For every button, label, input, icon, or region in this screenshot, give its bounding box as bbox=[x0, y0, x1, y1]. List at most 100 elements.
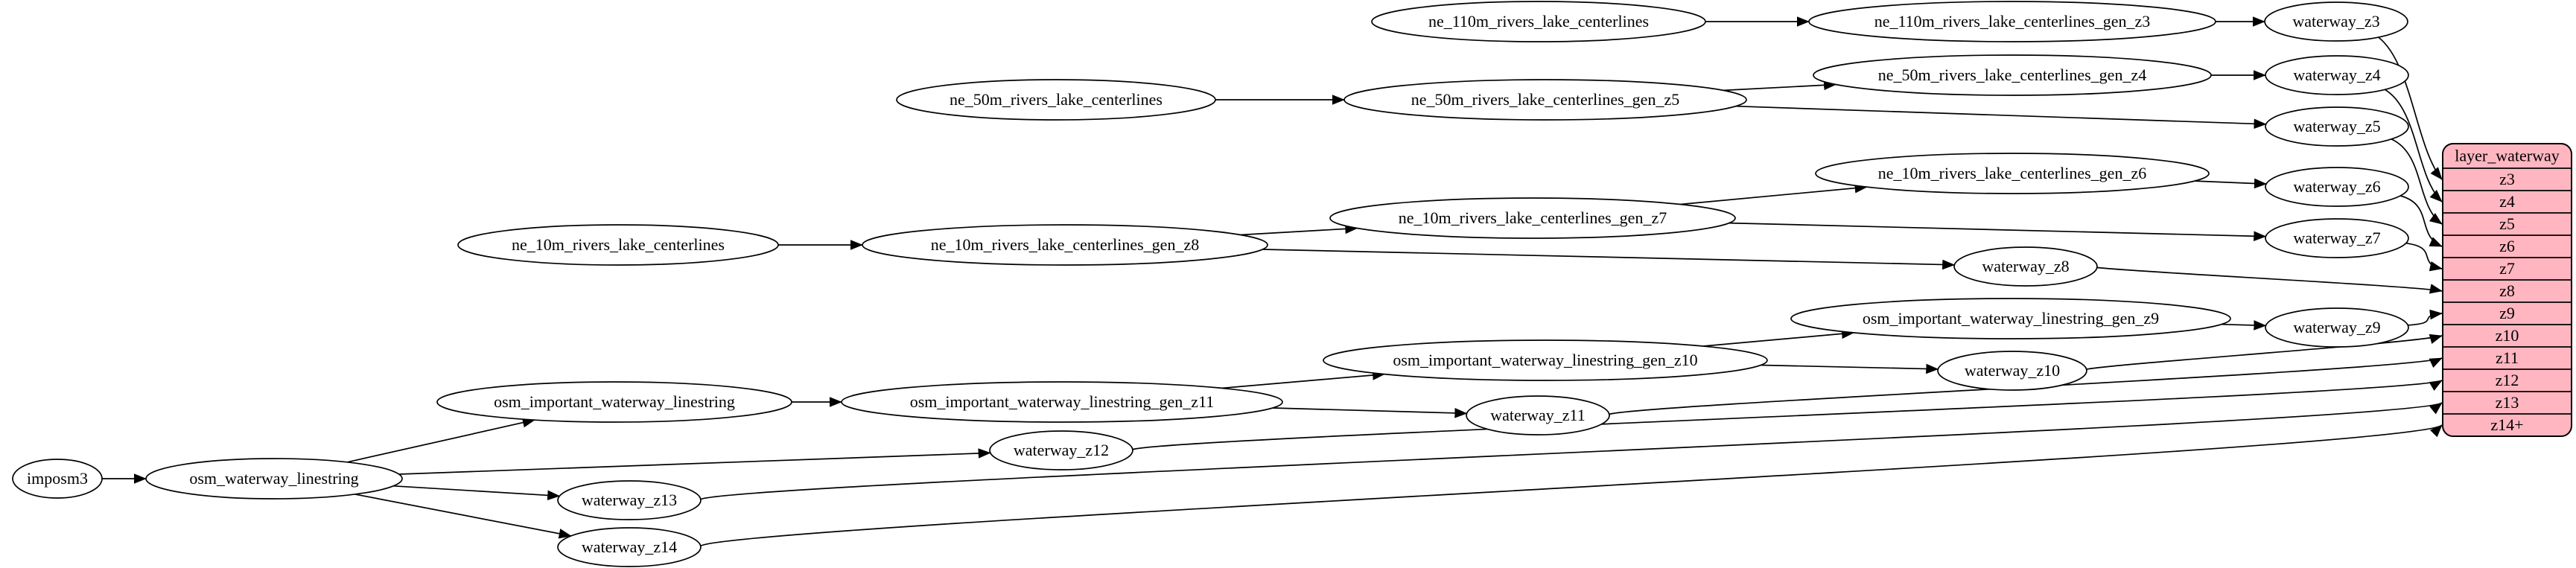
table-node-label: waterway_z9 bbox=[2293, 318, 2380, 336]
table-node-shape bbox=[557, 527, 702, 567]
table-node-label: waterway_z8 bbox=[1982, 257, 2069, 275]
edge-osm_important_waterway_linestring_gen_z11--osm_important_waterway_linestring_gen_z10 bbox=[1221, 370, 1386, 389]
table-node-osm_waterway_linestring: osm_waterway_linestring bbox=[145, 458, 403, 500]
table-node-shape bbox=[1466, 395, 1610, 435]
table-node-label: osm_important_waterway_linestring_gen_z1… bbox=[910, 392, 1215, 411]
edge-waterway_z13--layer_waterway-z13 bbox=[700, 402, 2443, 500]
table-node-ne_10m_rivers_lake_centerlines_gen_z7: ne_10m_rivers_lake_centerlines_gen_z7 bbox=[1329, 197, 1736, 239]
table-node-shape bbox=[2265, 218, 2409, 258]
table-node-osm_important_waterway_linestring_gen_z10: osm_important_waterway_linestring_gen_z1… bbox=[1323, 339, 1768, 381]
table-node-waterway_z9: waterway_z9 bbox=[2265, 307, 2409, 348]
edge-ne_10m_rivers_lake_centerlines_gen_z8--ne_10m_rivers_lake_centerlines_gen_z7 bbox=[1240, 223, 1358, 236]
table-node-shape bbox=[457, 224, 779, 266]
layer-record-row-z13: z13 bbox=[2496, 393, 2519, 412]
table-node-ne_10m_rivers_lake_centerlines_gen_z8: ne_10m_rivers_lake_centerlines_gen_z8 bbox=[862, 224, 1268, 266]
table-node-shape bbox=[145, 458, 403, 500]
edge-waterway_z4--layer_waterway-z4 bbox=[2384, 89, 2443, 202]
table-node-shape bbox=[1323, 339, 1768, 381]
table-node-ne_50m_rivers_lake_centerlines_gen_z4: ne_50m_rivers_lake_centerlines_gen_z4 bbox=[1813, 54, 2212, 96]
table-node-label: waterway_z3 bbox=[2292, 12, 2379, 31]
table-node-label: osm_waterway_linestring bbox=[189, 469, 358, 488]
table-node-waterway_z12: waterway_z12 bbox=[989, 430, 1133, 470]
table-node-shape bbox=[2264, 1, 2408, 42]
table-node-label: ne_10m_rivers_lake_centerlines_gen_z8 bbox=[931, 235, 1199, 254]
edge-ne_10m_rivers_lake_centerlines_gen_z8--waterway_z8 bbox=[1262, 249, 1956, 270]
table-node-shape bbox=[1371, 1, 1706, 42]
layer-record-row-z5: z5 bbox=[2499, 214, 2515, 233]
table-node-imposm3: imposm3 bbox=[12, 459, 103, 499]
table-node-shape bbox=[436, 381, 792, 423]
table-node-label: ne_50m_rivers_lake_centerlines_gen_z4 bbox=[1878, 66, 2146, 84]
edge-osm_important_waterway_linestring_gen_z11--waterway_z11 bbox=[1272, 407, 1468, 418]
edge-osm_important_waterway_linestring_gen_z10--osm_important_waterway_linestring_gen_z9 bbox=[1702, 328, 1855, 347]
edge-osm_waterway_linestring--waterway_z12 bbox=[398, 448, 991, 475]
layer-record-row-z14+: z14+ bbox=[2490, 415, 2523, 434]
table-node-shape bbox=[557, 480, 702, 520]
table-node-label: ne_10m_rivers_lake_centerlines_gen_z7 bbox=[1399, 208, 1667, 227]
edge-osm_waterway_linestring--waterway_z14 bbox=[354, 494, 572, 539]
table-node-label: waterway_z10 bbox=[1965, 361, 2060, 380]
edge-osm_important_waterway_linestring_gen_z10--waterway_z10 bbox=[1761, 363, 1939, 374]
layer-record-row-z8: z8 bbox=[2499, 281, 2515, 300]
table-node-waterway_z11: waterway_z11 bbox=[1466, 395, 1610, 435]
edge-waterway_z12--layer_waterway-z12 bbox=[1132, 380, 2443, 450]
table-node-shape bbox=[1343, 79, 1747, 121]
table-node-waterway_z8: waterway_z8 bbox=[1953, 246, 2098, 287]
table-node-shape bbox=[2265, 167, 2409, 207]
table-node-shape bbox=[1815, 153, 2210, 194]
table-node-ne_110m_rivers_lake_centerlines: ne_110m_rivers_lake_centerlines bbox=[1371, 1, 1706, 42]
edge-waterway_z5--layer_waterway-z5 bbox=[2391, 138, 2443, 225]
layer-record-row-z12: z12 bbox=[2496, 371, 2519, 389]
table-node-waterway_z10: waterway_z10 bbox=[1937, 351, 2087, 391]
table-node-label: waterway_z13 bbox=[582, 491, 677, 509]
table-node-shape bbox=[2265, 55, 2409, 95]
table-node-label: waterway_z14 bbox=[582, 537, 677, 556]
table-node-label: waterway_z7 bbox=[2293, 229, 2380, 247]
layer-record-row-z11: z11 bbox=[2496, 348, 2519, 367]
table-node-shape bbox=[862, 224, 1268, 266]
table-node-label: ne_110m_rivers_lake_centerlines_gen_z3 bbox=[1874, 12, 2151, 31]
layer-record-shape bbox=[2442, 143, 2572, 437]
table-node-label: waterway_z5 bbox=[2293, 117, 2380, 135]
table-node-label: osm_important_waterway_linestring_gen_z9 bbox=[1863, 309, 2159, 328]
table-node-shape bbox=[1953, 246, 2098, 287]
edge-ne_10m_rivers_lake_centerlines_gen_z7--waterway_z7 bbox=[1729, 222, 2267, 241]
layer-record-row-z10: z10 bbox=[2496, 326, 2519, 345]
table-node-shape bbox=[896, 79, 1216, 121]
table-node-osm_important_waterway_linestring_gen_z11: osm_important_waterway_linestring_gen_z1… bbox=[841, 381, 1283, 423]
table-node-label: waterway_z12 bbox=[1014, 441, 1109, 459]
edge-waterway_z3--layer_waterway-z3 bbox=[2378, 36, 2443, 180]
table-node-ne_10m_rivers_lake_centerlines_gen_z6: ne_10m_rivers_lake_centerlines_gen_z6 bbox=[1815, 153, 2210, 194]
table-node-shape bbox=[2265, 106, 2409, 147]
table-node-waterway_z5: waterway_z5 bbox=[2265, 106, 2409, 147]
table-node-label: ne_10m_rivers_lake_centerlines_gen_z6 bbox=[1878, 164, 2146, 182]
layer-record-row-z3: z3 bbox=[2499, 170, 2515, 188]
table-node-label: waterway_z11 bbox=[1490, 406, 1585, 424]
layer-record-title: layer_waterway bbox=[2455, 147, 2559, 165]
table-node-shape bbox=[1790, 298, 2231, 339]
layer-record-row-z6: z6 bbox=[2499, 237, 2515, 255]
edge-ne_50m_rivers_lake_centerlines_gen_z5--ne_50m_rivers_lake_centerlines_gen_z4 bbox=[1723, 80, 1837, 92]
table-node-waterway_z3: waterway_z3 bbox=[2264, 1, 2408, 42]
table-node-osm_important_waterway_linestring: osm_important_waterway_linestring bbox=[436, 381, 792, 423]
table-node-waterway_z7: waterway_z7 bbox=[2265, 218, 2409, 258]
layer-record-row-z9: z9 bbox=[2499, 304, 2515, 322]
table-node-label: imposm3 bbox=[27, 469, 88, 488]
edge-waterway_z8--layer_waterway-z8 bbox=[2096, 267, 2443, 294]
table-node-label: waterway_z4 bbox=[2293, 66, 2380, 84]
table-node-shape bbox=[1329, 197, 1736, 239]
edge-osm_waterway_linestring--waterway_z13 bbox=[393, 485, 561, 501]
table-node-label: osm_important_waterway_linestring_gen_z1… bbox=[1393, 351, 1697, 369]
table-node-ne_110m_rivers_lake_centerlines_gen_z3: ne_110m_rivers_lake_centerlines_gen_z3 bbox=[1808, 1, 2216, 42]
table-node-shape bbox=[989, 430, 1133, 470]
table-node-shape bbox=[841, 381, 1283, 423]
edge-waterway_z14--layer_waterway-z14+ bbox=[700, 424, 2443, 547]
layer-record-node: layer_waterwayz3z4z5z6z7z8z9z10z11z12z13… bbox=[2442, 143, 2572, 437]
table-node-shape bbox=[2265, 307, 2409, 348]
edge-waterway_z7--layer_waterway-z7 bbox=[2405, 242, 2443, 272]
table-node-shape bbox=[12, 459, 103, 499]
table-node-osm_important_waterway_linestring_gen_z9: osm_important_waterway_linestring_gen_z9 bbox=[1790, 298, 2231, 339]
edge-waterway_z6--layer_waterway-z6 bbox=[2400, 195, 2443, 247]
